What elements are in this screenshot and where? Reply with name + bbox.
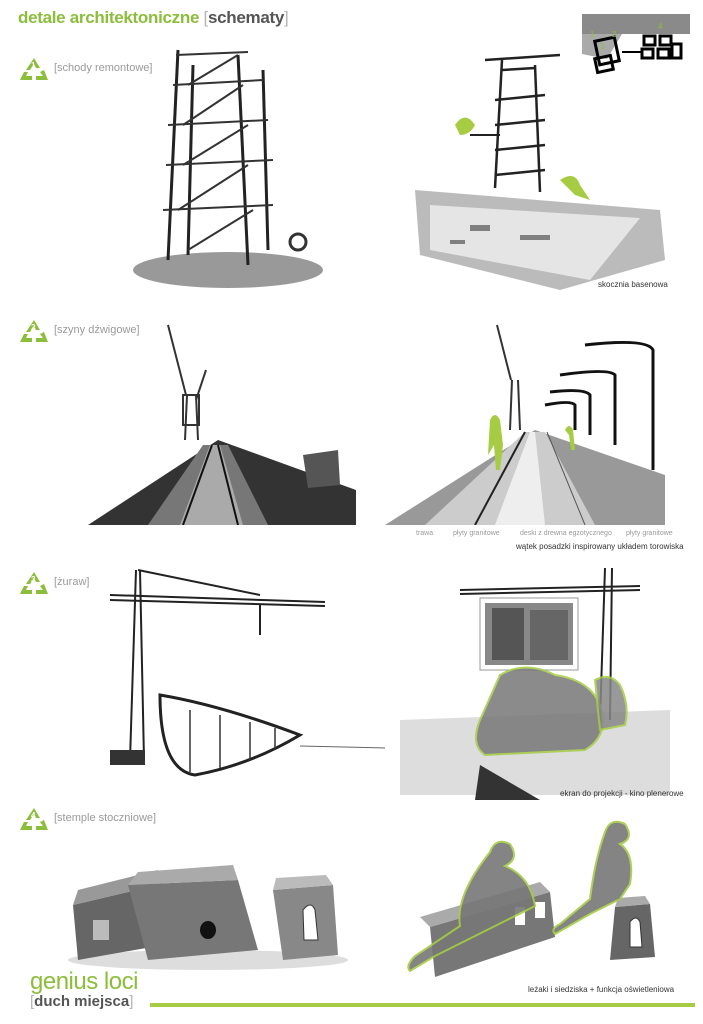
page-title: detale architektoniczne [schematy] [18, 8, 289, 28]
footer-subtitle-text: duch miejsca [34, 993, 130, 1010]
section-3-header: 3 [18, 570, 50, 598]
section-number: 4 [31, 811, 36, 820]
section-4-header: 4 [18, 806, 50, 834]
key-number-1: 1 [590, 30, 595, 39]
stair-tower-illustration [128, 40, 338, 295]
caption-3: ekran do projekcji - kino plenerowe [560, 789, 684, 798]
key-number-4: 4 [658, 22, 663, 31]
section-3-label: [żuraw] [54, 576, 90, 588]
key-number-2: 2 [612, 30, 617, 39]
footer-title: genius loci [30, 968, 138, 995]
footer-bracket-close: ] [129, 993, 134, 1010]
section-number: 2 [31, 323, 36, 332]
section-2-label: [szyny dźwigowe] [54, 324, 140, 336]
section-1-label: [schody remontowe] [54, 62, 153, 74]
tower-crane-illustration [100, 560, 390, 800]
footer-bracket-open: [ [30, 993, 35, 1010]
shipyard-props-illustration [68, 860, 348, 970]
section-number: 1 [31, 61, 36, 70]
title-bracket-close: ] [284, 8, 289, 27]
sublabel-deski: deski z drewna egzotycznego [520, 530, 612, 537]
section-2-header: 2 [18, 318, 50, 346]
caption-4: leżaki i siedziska + funkcja oświetlenio… [528, 985, 675, 994]
sublabel-trawa: trawa [416, 530, 434, 537]
key-number-3: 3 [600, 42, 605, 51]
section-4-label: [stemple stoczniowe] [54, 812, 157, 824]
footer-subtitle: [duch miejsca] [30, 994, 133, 1009]
promenade-illustration [385, 320, 665, 525]
section-1-header: 1 [18, 56, 50, 84]
recycle-icon [20, 808, 48, 830]
title-accent: schematy [207, 8, 285, 27]
caption-1: skocznia basenowa [598, 280, 668, 289]
footer-divider [150, 1003, 695, 1007]
title-bracket-open: [ [203, 8, 209, 27]
crane-rails-illustration [88, 320, 356, 525]
benches-illustration [390, 812, 670, 997]
section-number: 3 [31, 575, 36, 584]
recycle-icon [20, 572, 48, 594]
title-main: detale architektoniczne [18, 8, 204, 27]
key-map: 1 2 3 4 [582, 14, 690, 84]
diving-tower-illustration [410, 40, 670, 295]
sublabel-plyty-1: płyty granitowe [453, 530, 500, 537]
caption-2: wątek posadzki inspirowany układem torow… [516, 542, 684, 551]
sublabel-plyty-2: płyty granitowe [626, 530, 673, 537]
recycle-icon [20, 320, 48, 342]
cinema-illustration [400, 560, 670, 800]
recycle-icon [20, 58, 48, 80]
